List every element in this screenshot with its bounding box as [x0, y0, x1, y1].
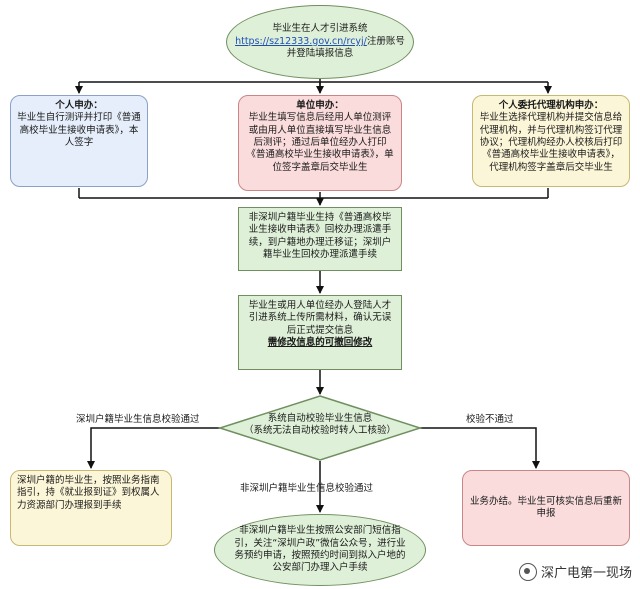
watermark-text: 深广电第一现场 — [540, 566, 632, 581]
start-node: 毕业生在人才引进系统 https://sz12333.gov.cn/rcyj/注… — [226, 5, 414, 79]
watermark: 深广电第一现场 — [518, 562, 632, 581]
return-school-text: 非深圳户籍毕业生持《普通高校毕业生接收申请表》回校办理派遣手续，到户籍地办理迁移… — [248, 212, 392, 261]
agency-apply-text: 毕业生选择代理机构并提交信息给代理机构，并与代理机构签订代理协议；代理机构经办人… — [479, 112, 623, 173]
final-text: 非深圳户籍毕业生按照公安部门短信指引，关注“深圳户政”微信公众号，进行业务预约申… — [234, 525, 406, 574]
return-school-box: 非深圳户籍毕业生持《普通高校毕业生接收申请表》回校办理派遣手续，到户籍地办理迁移… — [238, 207, 402, 271]
start-line3: 并登陆填报信息 — [286, 48, 354, 60]
personal-apply-text: 毕业生自行测评并打印《普通高校毕业生接收申请表》，本人签字 — [17, 112, 141, 149]
wechat-icon — [518, 562, 537, 581]
agency-apply-box: 个人委托代理机构申办： 毕业生选择代理机构并提交信息给代理机构，并与代理机构签订… — [472, 95, 630, 187]
arrow — [420, 427, 540, 469]
personal-apply-title: 个人申办： — [55, 100, 103, 111]
check-fail-box: 业务办结。毕业生可核实信息后重新申报 — [462, 470, 630, 546]
start-line1: 毕业生在人才引进系统 — [272, 23, 368, 35]
decision-diamond — [217, 395, 423, 461]
unit-apply-text: 毕业生填写信息后经用人单位测评或由用人单位直接填写毕业生信息后测评；通过后单位经… — [246, 112, 394, 173]
upload-materials-box: 毕业生或用人单位经办人登陆人才引进系统上传所需材料，确认无误后正式提交信息 需修… — [238, 295, 402, 370]
agency-apply-title: 个人委托代理机构申办： — [498, 100, 604, 111]
label-shenzhen-pass: 深圳户籍毕业生信息校验通过 — [76, 414, 200, 425]
arrow — [87, 427, 220, 469]
decision-line2: （系统无法自动校验时转人工核验） — [243, 425, 396, 437]
upload-materials-note: 需修改信息的可撤回修改 — [267, 337, 373, 349]
check-fail-text: 业务办结。毕业生可核实信息后重新申报 — [469, 495, 622, 519]
upload-materials-text: 毕业生或用人单位经办人登陆人才引进系统上传所需材料，确认无误后正式提交信息 — [248, 300, 392, 336]
label-non-shenzhen-pass: 非深圳户籍毕业生信息校验通过 — [240, 483, 374, 494]
label-check-fail: 校验不通过 — [466, 414, 514, 425]
decision-line1: 系统自动校验毕业生信息 — [267, 413, 373, 424]
shenzhen-report-text: 深圳户籍的毕业生，按照业务指南指引，持《就业报到证》到权属人力资源部门办理报到手… — [17, 475, 160, 511]
personal-apply-box: 个人申办： 毕业生自行测评并打印《普通高校毕业生接收申请表》，本人签字 — [10, 95, 148, 187]
start-line2-suffix: 注册账号 — [366, 35, 405, 47]
unit-apply-title: 单位申办： — [296, 100, 344, 111]
shenzhen-report-box: 深圳户籍的毕业生，按照业务指南指引，持《就业报到证》到权属人力资源部门办理报到手… — [10, 470, 172, 546]
unit-apply-box: 单位申办： 毕业生填写信息后经用人单位测评或由用人单位直接填写毕业生信息后测评；… — [238, 95, 402, 191]
register-link[interactable]: https://sz12333.gov.cn/rcyj/ — [235, 35, 367, 47]
final-node: 非深圳户籍毕业生按照公安部门短信指引，关注“深圳户政”微信公众号，进行业务预约申… — [214, 514, 426, 586]
decision-text: 系统自动校验毕业生信息 （系统无法自动校验时转人工核验） — [230, 413, 410, 445]
